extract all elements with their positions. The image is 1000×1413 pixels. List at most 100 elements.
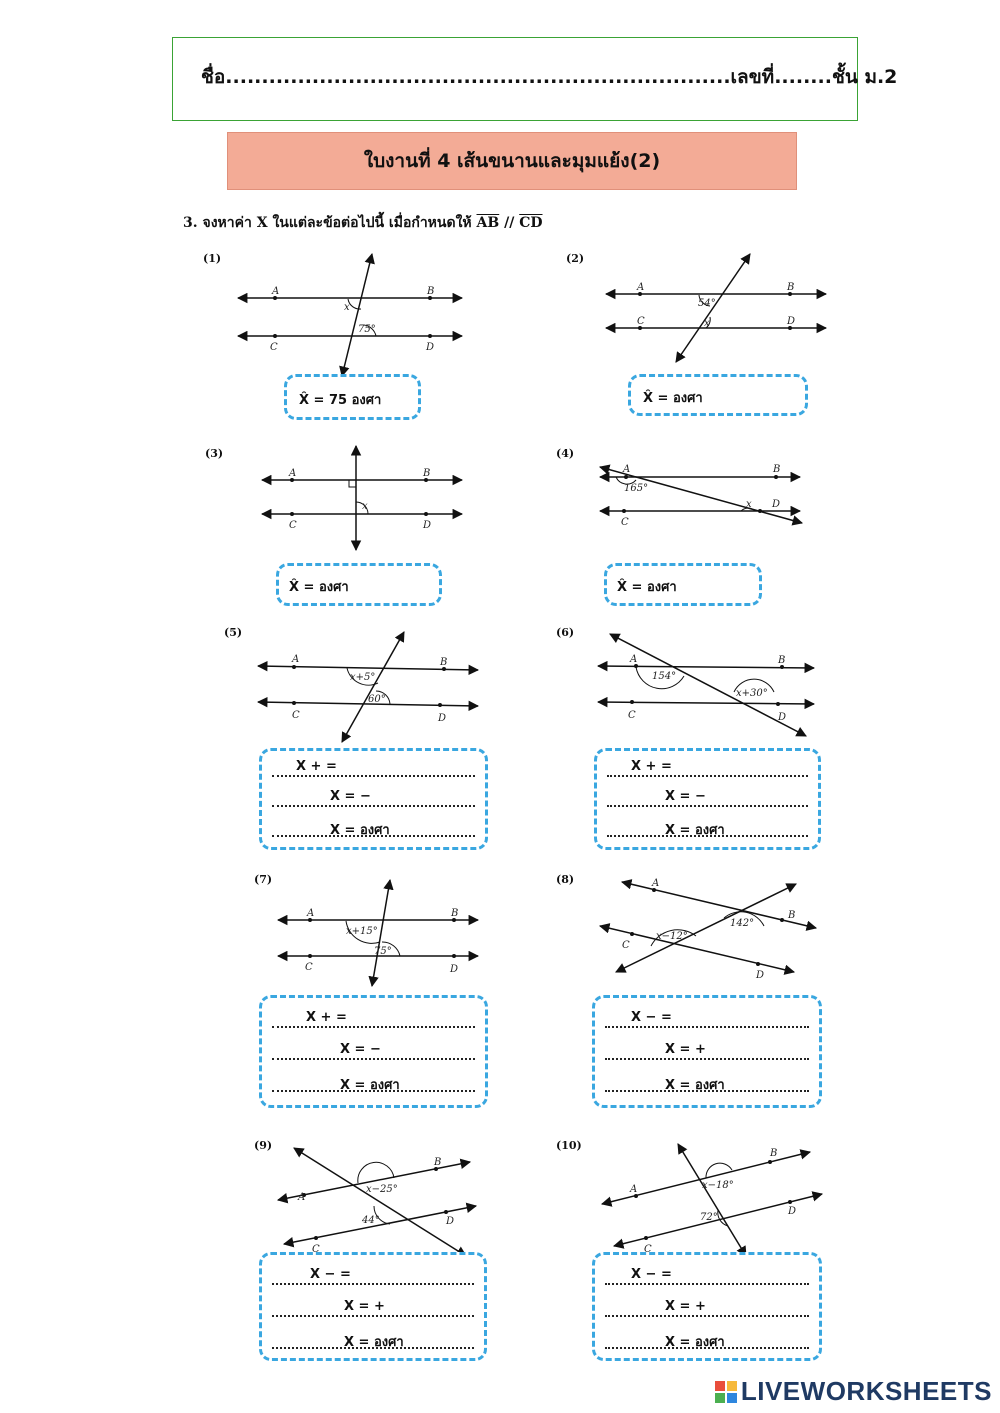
answer-line[interactable]: [272, 1090, 475, 1092]
answer-box-2[interactable]: X̂ = องศา: [628, 374, 808, 416]
problem-2-figure: A B C D 54° x: [604, 253, 828, 363]
answer-row: X − =: [310, 1267, 351, 1282]
answer-box-10[interactable]: X − = X = + X = องศา: [592, 1252, 822, 1361]
point-a: A: [629, 654, 637, 665]
angle-label: 54°: [698, 298, 716, 309]
point-b: B: [426, 286, 434, 297]
problem-5-figure: A B C D x+5° 60°: [256, 631, 480, 743]
answer-line[interactable]: [272, 1026, 475, 1028]
answer-line[interactable]: [605, 1058, 809, 1060]
point-b: B: [422, 468, 430, 479]
answer-box-9[interactable]: X − = X = + X = องศา: [259, 1252, 487, 1361]
point-b: B: [769, 1148, 777, 1159]
answer-row: X + =: [306, 1010, 347, 1025]
angle-label: 75°: [358, 324, 376, 335]
answer-row: X = −: [665, 789, 706, 804]
answer-row: X = องศา: [665, 1078, 725, 1093]
answer-line[interactable]: [272, 1058, 475, 1060]
angle-label: 60°: [368, 694, 386, 705]
answer-text: X̂ = 75 องศา: [299, 393, 382, 408]
point-c: C: [644, 1244, 652, 1255]
answer-line[interactable]: [607, 775, 808, 777]
point-c: C: [637, 316, 645, 327]
answer-line[interactable]: [272, 805, 475, 807]
segment-cd: CD: [519, 215, 543, 231]
point-d: D: [449, 964, 458, 975]
answer-line[interactable]: [605, 1283, 809, 1285]
point-a: A: [297, 1192, 305, 1203]
student-info-box: ชื่อ....................................…: [172, 37, 897, 121]
answer-row: X = +: [665, 1042, 706, 1057]
segment-ab: AB: [476, 215, 500, 231]
answer-line[interactable]: [607, 805, 808, 807]
problem-8-label: (8): [556, 873, 575, 886]
problem-1-figure: A B C D x 75°: [236, 252, 464, 378]
answer-box-3[interactable]: X̂ = องศา: [276, 563, 442, 606]
instruction-text: 3. จงหาค่า X ในแต่ละข้อต่อไปนี้ เมื่อกำห…: [183, 215, 472, 231]
point-a: A: [306, 908, 314, 919]
point-b: B: [439, 657, 447, 668]
answer-box-7[interactable]: X + = X = − X = องศา: [259, 995, 488, 1108]
answer-text: X̂ = องศา: [643, 391, 703, 406]
problem-3-label: (3): [205, 447, 224, 460]
point-c: C: [622, 940, 630, 951]
point-b: B: [433, 1157, 441, 1168]
instruction: 3. จงหาค่า X ในแต่ละข้อต่อไปนี้ เมื่อกำห…: [183, 212, 543, 234]
angle-label: x: [362, 501, 368, 512]
worksheet-title: ใบงานที่ 4 เส้นขนานและมุมแย้ง(2): [227, 132, 797, 190]
answer-line[interactable]: [605, 1315, 809, 1317]
point-c: C: [270, 342, 278, 353]
problem-9-figure: A B C D x−25° 44°: [276, 1147, 478, 1257]
answer-line[interactable]: [272, 1283, 474, 1285]
answer-row: X = +: [665, 1299, 706, 1314]
point-c: C: [621, 517, 629, 528]
answer-line[interactable]: [605, 1090, 809, 1092]
point-a: A: [629, 1184, 637, 1195]
answer-line[interactable]: [605, 1026, 809, 1028]
point-b: B: [786, 282, 794, 293]
point-c: C: [289, 520, 297, 531]
answer-line[interactable]: [272, 835, 475, 837]
answer-row: X = +: [344, 1299, 385, 1314]
answer-row: X = องศา: [665, 1335, 725, 1350]
problem-3-figure: A B C D x: [260, 444, 464, 552]
point-a: A: [636, 282, 644, 293]
point-d: D: [777, 712, 786, 723]
point-d: D: [422, 520, 431, 531]
answer-box-4[interactable]: X̂ = องศา: [604, 563, 762, 606]
answer-row: X − =: [631, 1010, 672, 1025]
angle-label: x: [704, 318, 710, 329]
answer-row: X + =: [296, 759, 337, 774]
problem-7-label: (7): [254, 873, 273, 886]
point-a: A: [288, 468, 296, 479]
point-d: D: [445, 1216, 454, 1227]
answer-row: X = −: [340, 1042, 381, 1057]
problem-4-label: (4): [556, 447, 575, 460]
point-b: B: [777, 655, 785, 666]
problem-6-label: (6): [556, 626, 575, 639]
answer-line[interactable]: [272, 1347, 474, 1349]
answer-line[interactable]: [605, 1347, 809, 1349]
answer-text: X̂ = องศา: [289, 580, 349, 595]
point-b: B: [787, 910, 795, 921]
point-b: B: [450, 908, 458, 919]
point-d: D: [425, 342, 434, 353]
problem-10-figure: A B C D x−18° 72°: [600, 1143, 824, 1257]
answer-line[interactable]: [272, 775, 475, 777]
angle-label: x+5°: [350, 672, 375, 683]
problem-2-label: (2): [566, 252, 585, 265]
problem-8-figure: A B C D x−12° 142°: [598, 878, 818, 981]
angle-label: x−25°: [366, 1184, 398, 1195]
answer-text: X̂ = องศา: [617, 580, 677, 595]
answer-box-1[interactable]: X̂ = 75 องศา: [284, 374, 421, 420]
answer-box-5[interactable]: X + = X = − X = องศา: [259, 748, 488, 850]
answer-line[interactable]: [272, 1315, 474, 1317]
answer-line[interactable]: [607, 835, 808, 837]
answer-box-6[interactable]: X + = X = − X = องศา: [594, 748, 821, 850]
liveworksheets-logo: LIVEWORKSHEETS: [714, 1376, 992, 1407]
parallel-symbol: //: [504, 215, 515, 231]
problem-6-figure: A B C D 154° x+30°: [596, 633, 816, 737]
answer-box-8[interactable]: X − = X = + X = องศา: [592, 995, 822, 1108]
angle-label: x+15°: [346, 926, 378, 937]
angle-label: 154°: [652, 671, 676, 682]
